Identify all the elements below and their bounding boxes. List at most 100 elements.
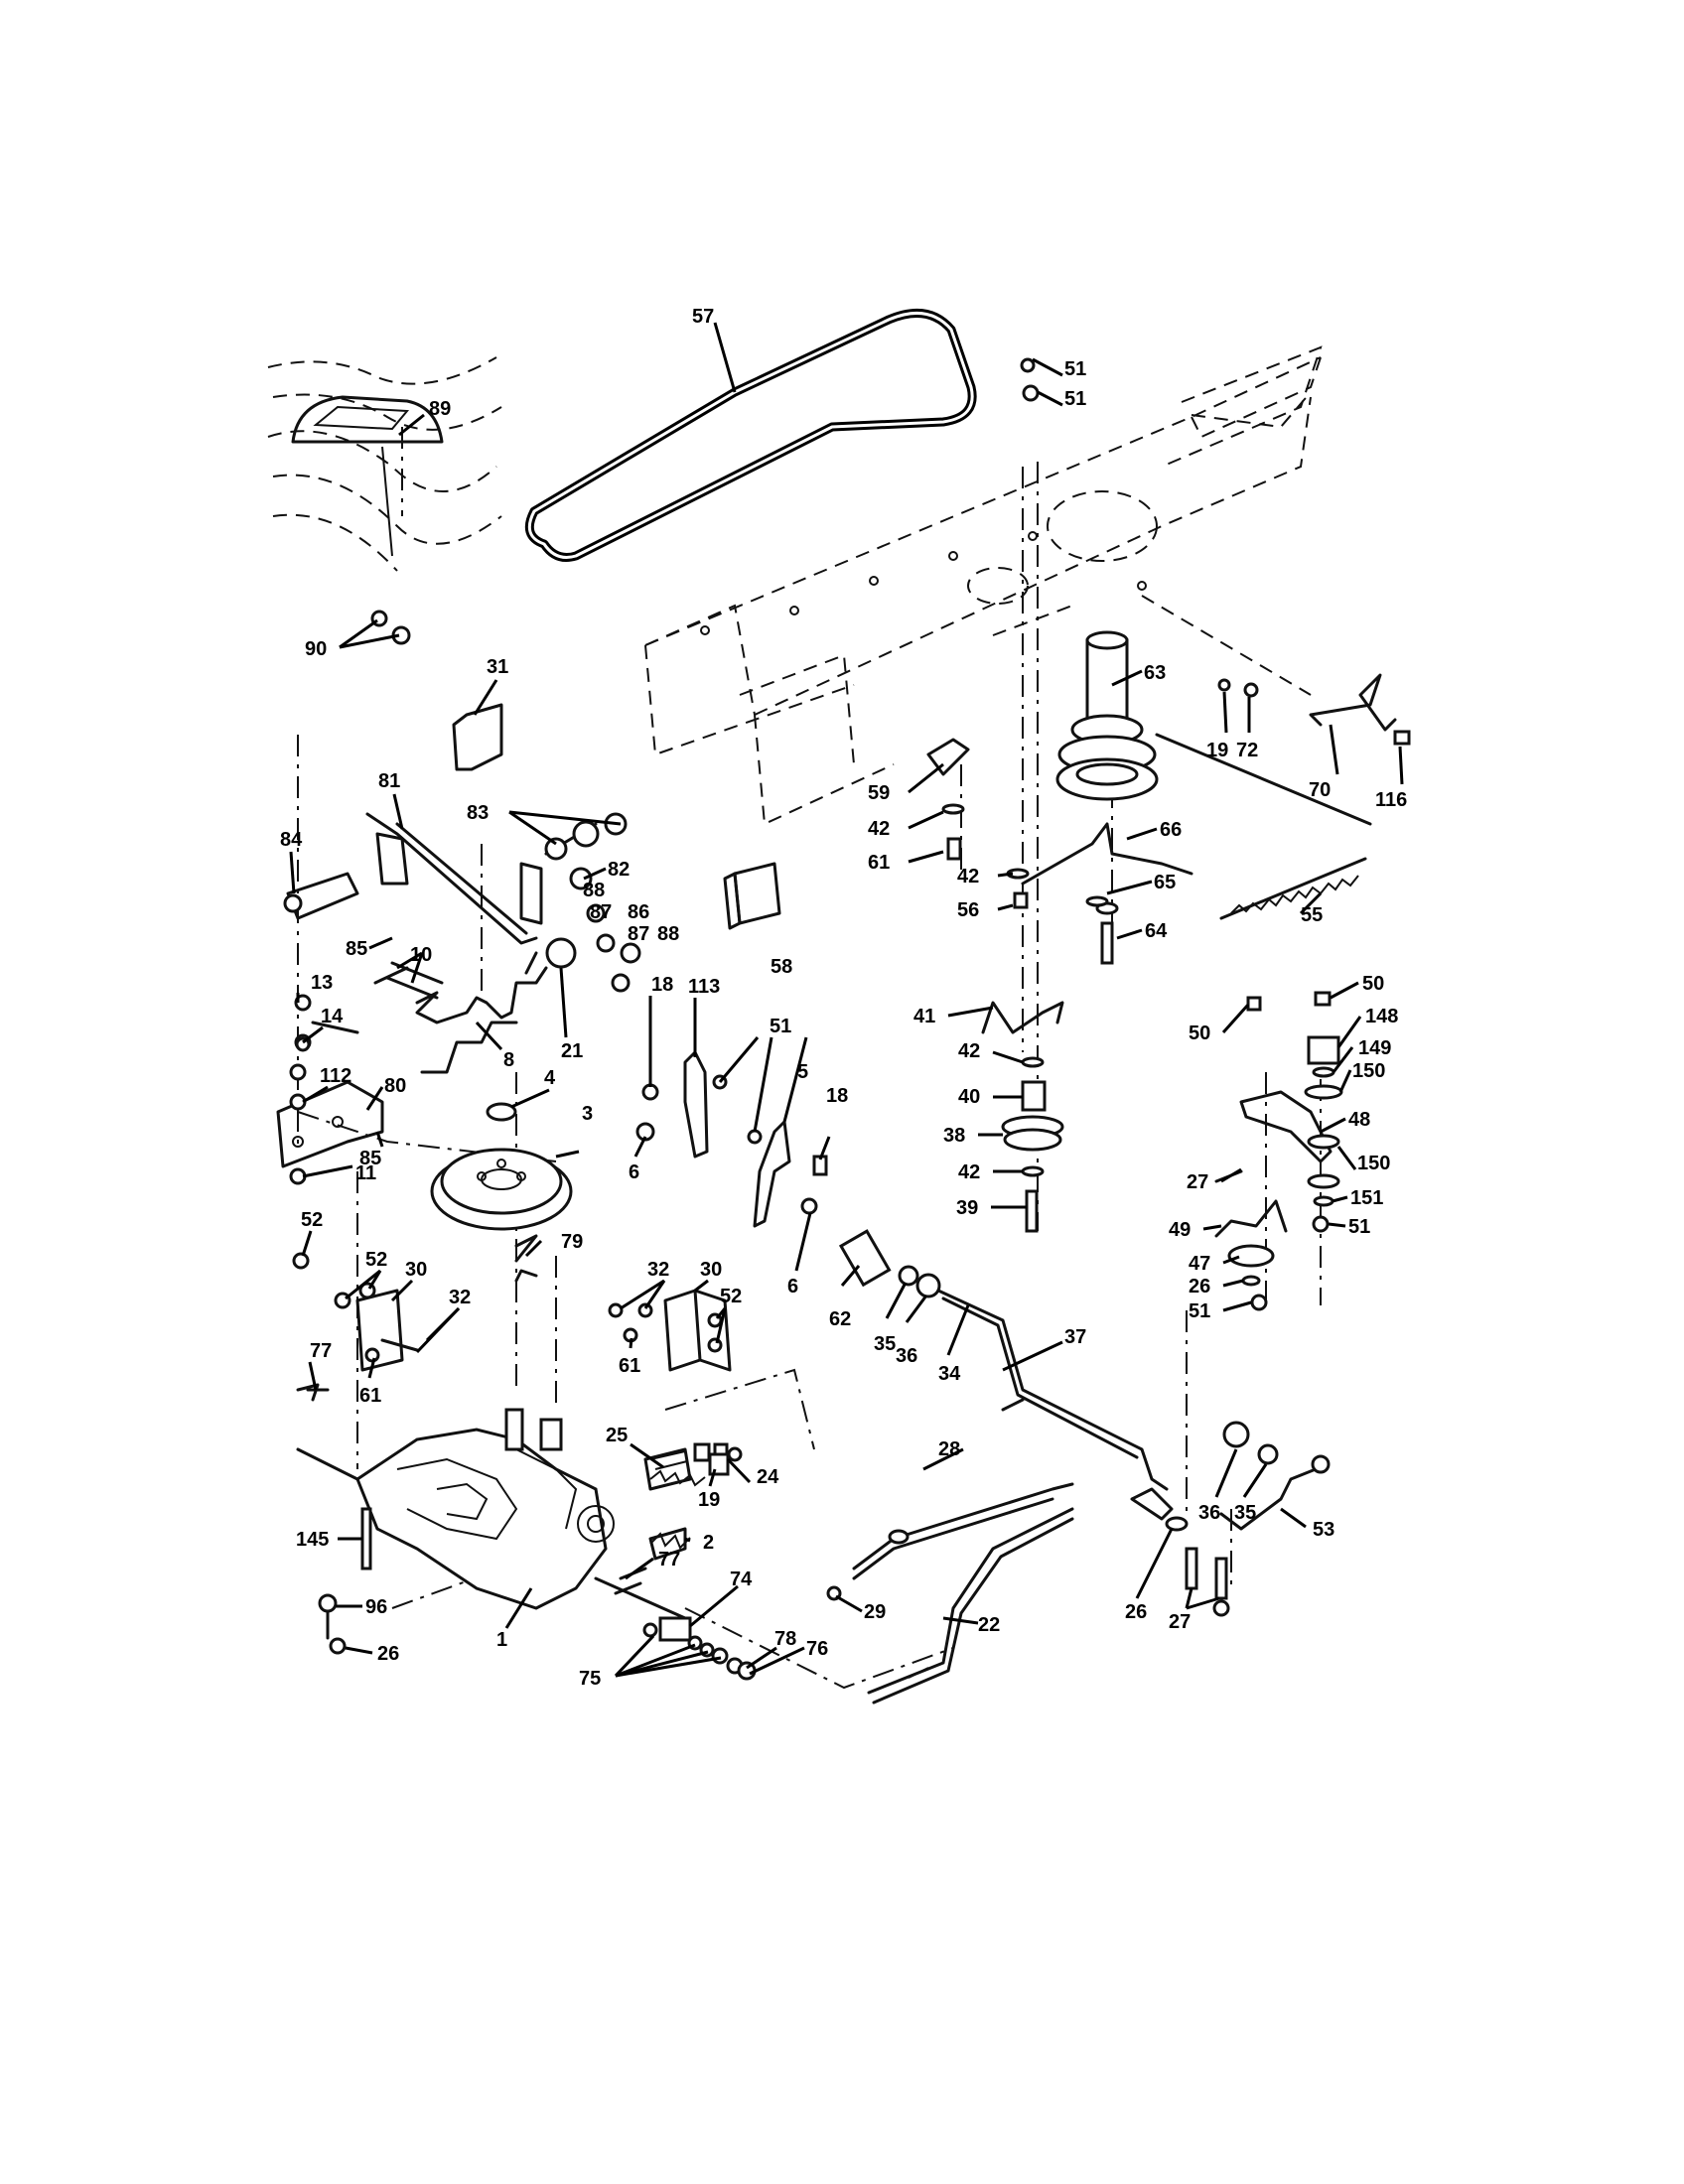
callout-145: 145 — [296, 1529, 329, 1551]
callout-25: 25 — [606, 1425, 628, 1446]
callout-27: 27 — [1187, 1171, 1208, 1193]
brake-rods — [826, 1229, 1169, 1705]
axle-parts — [642, 1616, 757, 1681]
callout-3: 3 — [582, 1103, 593, 1125]
callout-61: 61 — [619, 1355, 640, 1377]
transaxle-pulley — [430, 1102, 573, 1231]
brackets-center — [635, 862, 828, 1228]
callout-79: 79 — [561, 1231, 583, 1253]
transaxle — [296, 1388, 729, 1620]
callout-48: 48 — [1348, 1109, 1370, 1131]
callout-26: 26 — [377, 1643, 399, 1665]
callout-51: 51 — [1348, 1216, 1370, 1238]
callout-87: 87 — [628, 923, 649, 945]
callout-57: 57 — [692, 306, 714, 328]
leader-lines — [289, 322, 1404, 1678]
callout-42: 42 — [957, 866, 979, 887]
callout-65: 65 — [1154, 872, 1176, 893]
callout-75: 75 — [579, 1668, 601, 1690]
callout-88: 88 — [583, 880, 605, 901]
callout-96: 96 — [365, 1596, 387, 1618]
alignment-lines — [297, 427, 1322, 1690]
callout-51: 51 — [1064, 388, 1086, 410]
callout-18: 18 — [651, 974, 673, 996]
fender-console — [267, 356, 502, 645]
callout-29: 29 — [864, 1601, 886, 1623]
callout-53: 53 — [1313, 1519, 1334, 1541]
callout-26: 26 — [1189, 1276, 1210, 1297]
callout-37: 37 — [1064, 1326, 1086, 1348]
callout-10: 10 — [410, 944, 432, 966]
callout-41: 41 — [913, 1006, 935, 1027]
callout-30: 30 — [405, 1259, 427, 1281]
shift-lever — [385, 937, 577, 1024]
callout-84: 84 — [280, 829, 303, 851]
right-bracket-stack — [1214, 991, 1343, 1311]
callout-5: 5 — [797, 1061, 808, 1083]
callout-35: 35 — [1234, 1502, 1256, 1524]
callout-88: 88 — [657, 923, 679, 945]
chassis-frame — [644, 345, 1323, 826]
callout-51: 51 — [770, 1016, 791, 1037]
callout-77: 77 — [310, 1340, 332, 1362]
callout-148: 148 — [1365, 1006, 1398, 1027]
callout-78: 78 — [774, 1628, 796, 1650]
callout-116: 116 — [1375, 789, 1407, 811]
callout-1: 1 — [496, 1629, 507, 1651]
right-linkage — [1130, 1421, 1331, 1617]
callout-82: 82 — [608, 859, 630, 881]
callout-76: 76 — [806, 1638, 828, 1660]
callout-70: 70 — [1309, 779, 1331, 801]
transaxle-springs — [514, 1269, 743, 1550]
callout-50: 50 — [1189, 1023, 1210, 1044]
callout-11: 11 — [355, 1162, 376, 1184]
callout-21: 21 — [561, 1040, 583, 1062]
callout-42: 42 — [958, 1161, 980, 1183]
callout-56: 56 — [957, 899, 979, 921]
callout-36: 36 — [1198, 1502, 1220, 1524]
callout-22: 22 — [978, 1614, 1000, 1636]
callout-66: 66 — [1160, 819, 1182, 841]
callout-35: 35 — [874, 1333, 896, 1355]
callout-55: 55 — [1301, 904, 1323, 926]
callout-72: 72 — [1236, 740, 1258, 761]
callout-74: 74 — [730, 1569, 753, 1590]
callout-50: 50 — [1362, 973, 1384, 995]
callout-52: 52 — [301, 1209, 323, 1231]
callout-150: 150 — [1352, 1060, 1385, 1082]
callout-36: 36 — [896, 1345, 917, 1367]
callout-38: 38 — [943, 1125, 965, 1147]
callout-26: 26 — [1125, 1601, 1147, 1623]
callout-85: 85 — [359, 1148, 381, 1169]
callout-61: 61 — [868, 852, 890, 874]
callout-34: 34 — [938, 1363, 961, 1385]
callout-85: 85 — [346, 938, 367, 960]
callout-89: 89 — [429, 398, 451, 420]
callout-13: 13 — [311, 972, 333, 994]
callout-62: 62 — [829, 1308, 851, 1330]
callout-32: 32 — [449, 1287, 471, 1308]
callout-90: 90 — [305, 638, 327, 660]
callout-30: 30 — [700, 1259, 722, 1281]
callout-28: 28 — [938, 1438, 960, 1460]
lower-left-pins — [296, 1383, 642, 1655]
callout-4: 4 — [544, 1067, 556, 1089]
callout-151: 151 — [1350, 1187, 1383, 1209]
callout-113: 113 — [688, 976, 720, 998]
callout-6: 6 — [629, 1161, 639, 1183]
callout-49: 49 — [1169, 1219, 1191, 1241]
callout-80: 80 — [384, 1075, 406, 1097]
callout-32: 32 — [647, 1259, 669, 1281]
upper-right-hardware — [926, 357, 1411, 909]
shift-bracket — [276, 1036, 384, 1185]
callout-42: 42 — [868, 818, 890, 840]
callout-52: 52 — [720, 1286, 742, 1307]
pulley-stack — [1021, 630, 1372, 965]
callout-31: 31 — [487, 656, 508, 678]
callout-8: 8 — [503, 1049, 514, 1071]
callout-51: 51 — [1189, 1300, 1210, 1322]
callout-51: 51 — [1064, 358, 1086, 380]
callout-59: 59 — [868, 782, 890, 804]
callout-27: 27 — [1169, 1611, 1191, 1633]
